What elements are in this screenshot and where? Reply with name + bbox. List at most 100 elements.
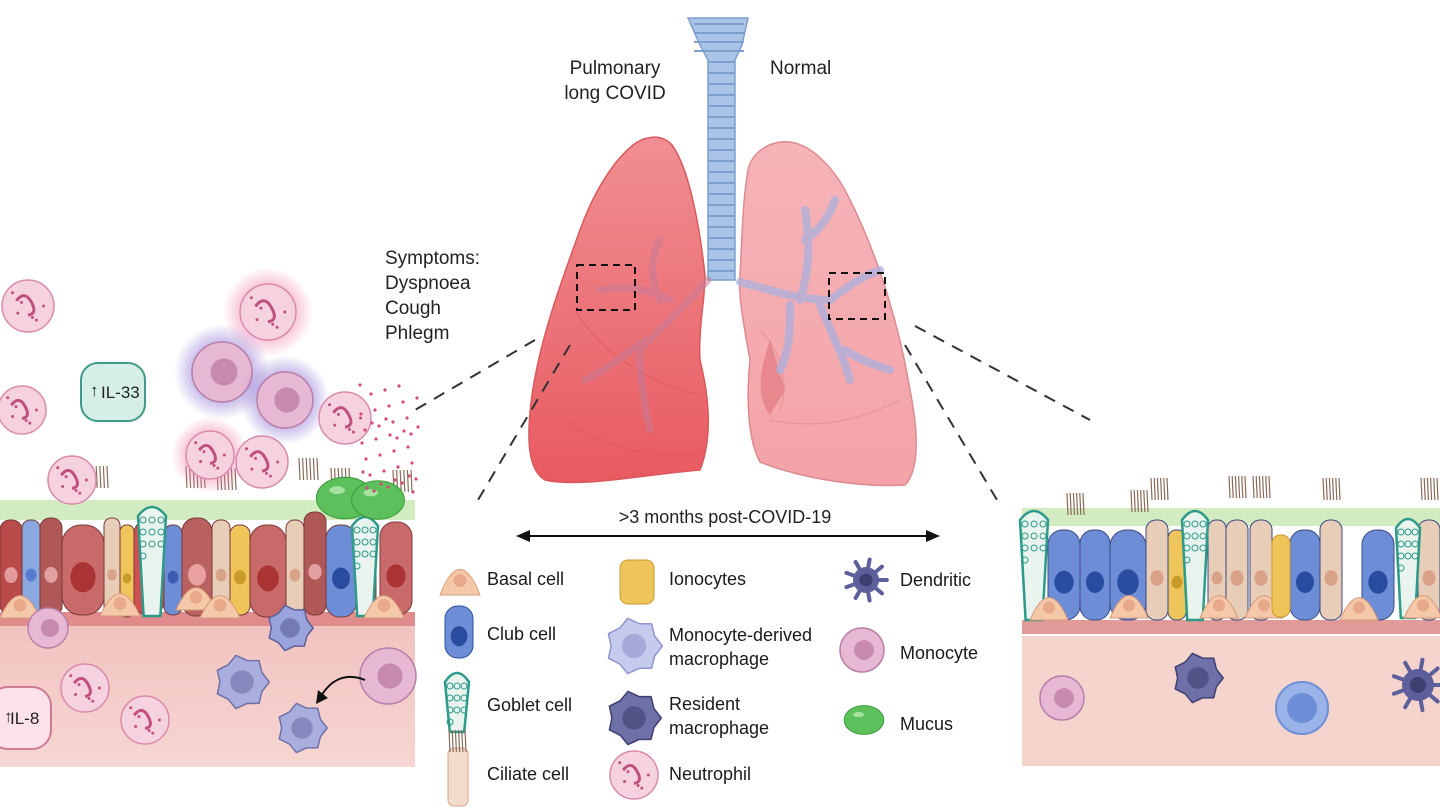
basal-nucleus: [1042, 601, 1056, 614]
legend-club-cell-nucleus: [450, 626, 468, 647]
up-arrow-icon: ↑: [90, 381, 99, 400]
granule: [623, 780, 627, 784]
epithelial-cell: [163, 524, 183, 616]
granule: [333, 423, 337, 427]
epithelial-cell-nucleus: [1171, 575, 1183, 589]
granule: [245, 447, 249, 451]
granule: [626, 770, 630, 774]
cytokine-dot: [400, 481, 404, 485]
cytokine-dot: [359, 412, 363, 416]
legend-label-monocyte-derived: Monocyte-derived macrophage: [669, 623, 812, 671]
granule: [16, 311, 20, 315]
granule: [134, 725, 138, 729]
basal-nucleus: [1122, 599, 1136, 612]
legend-label-mucus: Mucus: [900, 714, 954, 734]
migration-arrow-head: [316, 690, 328, 704]
epithelial-cell-nucleus: [1150, 570, 1164, 586]
legend-label-dendritic: Dendritic: [900, 570, 972, 590]
granule: [636, 784, 640, 788]
legend-label-ciliate: Ciliate cell: [487, 764, 570, 784]
cilium: [1150, 477, 1153, 501]
granule: [69, 674, 73, 678]
basal-nucleus: [113, 597, 127, 610]
lymphocyte-nucleus: [1287, 693, 1317, 723]
mucin-granule: [139, 552, 147, 560]
mucin-granule: [1411, 528, 1419, 536]
granule: [255, 318, 259, 322]
basal-nucleus: [189, 591, 203, 604]
cilium: [454, 729, 457, 753]
cilium: [1255, 475, 1258, 499]
legend-label-goblet: Goblet cell: [487, 695, 573, 715]
cytokine-dot: [370, 421, 374, 425]
cilium: [464, 729, 467, 753]
macrophage-nucleus: [230, 670, 254, 694]
epithelial-cell-nucleus: [1117, 569, 1139, 596]
neutrophil-cell: [60, 663, 110, 713]
mucin-granule: [446, 694, 454, 702]
ionocyte-cell: [1271, 534, 1291, 618]
mucin-granule: [460, 682, 468, 690]
epithelial-cell: [229, 524, 251, 616]
mucus-highlight: [329, 486, 346, 495]
neutrophil-nucleus: [332, 406, 353, 429]
cytokine-dot: [406, 445, 410, 449]
mucin-granule: [1404, 552, 1412, 560]
mucin-granule: [1039, 520, 1047, 528]
cytokine-dot: [365, 486, 369, 490]
cytokine-dot: [383, 388, 387, 392]
cilium: [1420, 477, 1423, 501]
cytokine-dot: [387, 404, 391, 408]
mucin-granule: [1021, 556, 1029, 564]
monocyte-nucleus: [274, 387, 300, 413]
cilium: [1338, 477, 1341, 501]
cilium: [312, 457, 315, 481]
mucin-granule: [1397, 528, 1405, 536]
mucin-granule: [1397, 564, 1405, 572]
legend-label-line2: macrophage: [669, 649, 770, 669]
legend-label-line2: macrophage: [669, 718, 770, 738]
mucin-granule: [1397, 540, 1405, 548]
epithelial-cell-nucleus: [167, 570, 179, 584]
neutrophil-cell: [120, 695, 170, 745]
basal-nucleus: [377, 599, 391, 612]
mucin-granule: [353, 550, 361, 558]
mucin-granule: [1021, 532, 1029, 540]
neutrophil-cell: [239, 283, 297, 341]
basal-nucleus: [1352, 601, 1366, 614]
cilium: [1231, 475, 1234, 499]
granule: [276, 460, 280, 464]
granule: [91, 699, 95, 703]
mucin-granule: [353, 538, 361, 546]
cilium: [1082, 492, 1085, 516]
cilium: [99, 465, 102, 489]
granule: [351, 430, 355, 434]
epithelial-cell-nucleus: [1254, 570, 1268, 586]
granule: [64, 475, 68, 479]
granule: [222, 453, 226, 457]
cilium: [458, 729, 461, 753]
symptoms-block: Symptoms: Dyspnoea Cough Phlegm: [385, 246, 480, 346]
il8-label: IL-8: [10, 709, 40, 728]
cytokine-dot: [416, 425, 420, 429]
granule: [6, 396, 10, 400]
neutrophil-cell: [235, 435, 289, 489]
neutrophil-nucleus: [15, 294, 36, 317]
cilium: [1325, 477, 1328, 501]
mucin-granule: [157, 516, 165, 524]
il33-badge: ↑ IL-33: [80, 362, 146, 422]
granule: [268, 474, 272, 478]
timeline-label: >3 months post-COVID-19: [618, 507, 832, 527]
cilium: [1436, 477, 1439, 501]
cytokine-dot: [391, 420, 395, 424]
legend-ciliate-cell: [447, 747, 469, 807]
cytokine-dot: [358, 383, 362, 387]
cilium: [1079, 492, 1082, 516]
granule: [259, 306, 263, 310]
neutrophil-nucleus: [622, 763, 641, 785]
granule: [202, 450, 206, 454]
cilium: [1140, 489, 1143, 513]
epithelial-cell-nucleus: [1054, 570, 1074, 594]
cilium: [1268, 475, 1271, 499]
cytokine-dot: [382, 469, 386, 473]
